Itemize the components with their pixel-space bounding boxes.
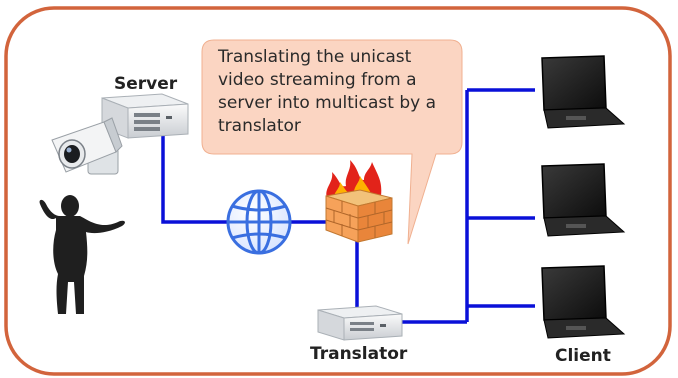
- laptop-icon: [541, 163, 626, 237]
- server-label: Server: [114, 74, 178, 94]
- video-camera-icon: [51, 117, 123, 175]
- globe-network-icon: [226, 189, 292, 255]
- callout-text: Translating the unicast video streaming …: [218, 47, 436, 136]
- network-lines: [161, 88, 535, 324]
- translator-label: Translator: [310, 344, 408, 364]
- callout-bubble: [201, 39, 463, 245]
- laptop-icon: [541, 55, 626, 129]
- client-label: Client: [555, 346, 611, 366]
- laptop-icon: [541, 265, 626, 339]
- translator-rack-icon: [317, 305, 403, 341]
- firewall-icon: [325, 160, 393, 243]
- presenter-silhouette-icon: [39, 195, 125, 314]
